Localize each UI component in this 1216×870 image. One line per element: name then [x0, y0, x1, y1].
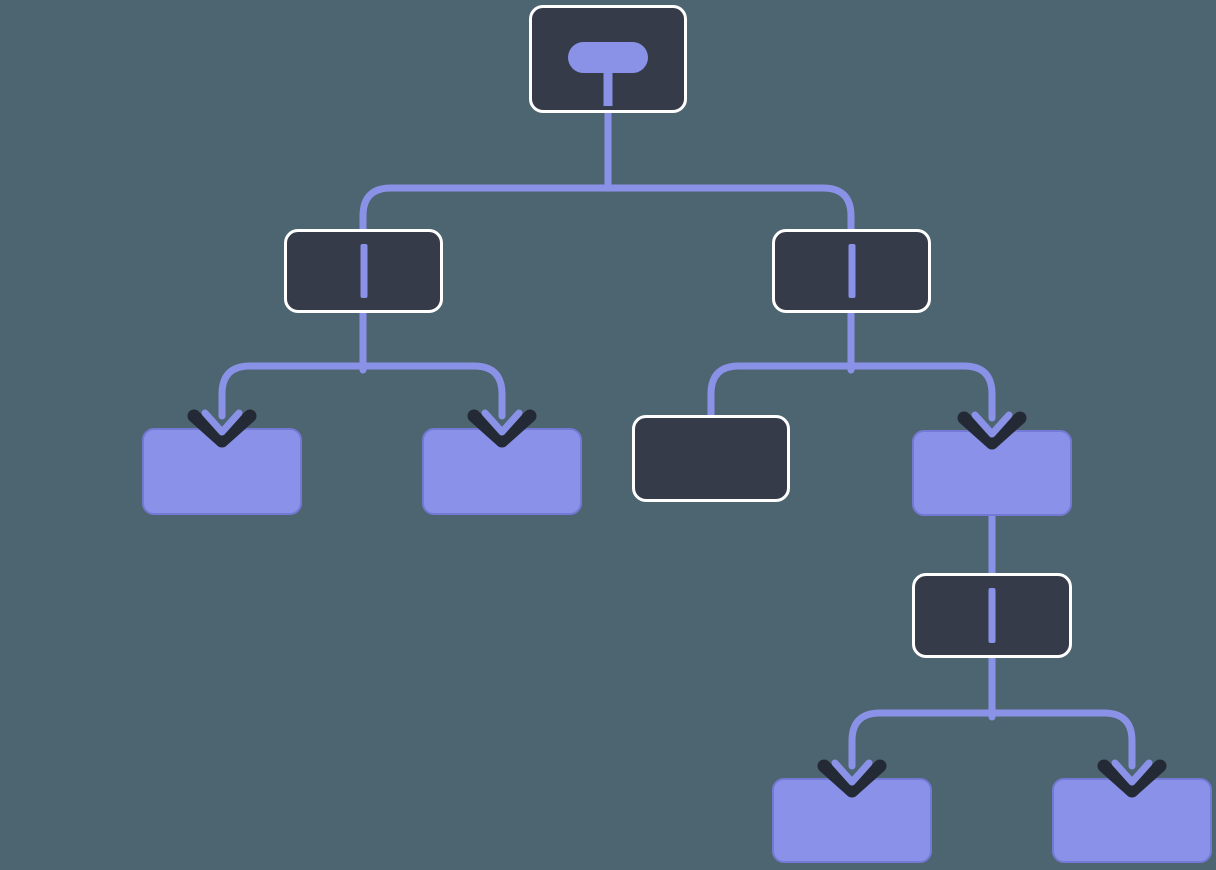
- branch-node-left[interactable]: [284, 229, 443, 313]
- vertical-line-icon: [360, 244, 367, 298]
- pill-stem-icon: [568, 42, 648, 73]
- root-node[interactable]: [529, 5, 687, 113]
- leaf-node-5[interactable]: [1052, 778, 1212, 863]
- pill-stem-icon-stem: [603, 70, 613, 106]
- dark-leaf-node[interactable]: [632, 415, 790, 502]
- vertical-line-icon: [988, 588, 996, 643]
- branch-node-right[interactable]: [772, 229, 931, 313]
- leaf-node-2[interactable]: [422, 428, 582, 515]
- branch-node-lower[interactable]: [912, 573, 1072, 658]
- vertical-line-icon: [848, 244, 855, 298]
- leaf-node-4[interactable]: [772, 778, 932, 863]
- leaf-node-1[interactable]: [142, 428, 302, 515]
- leaf-node-3[interactable]: [912, 430, 1072, 516]
